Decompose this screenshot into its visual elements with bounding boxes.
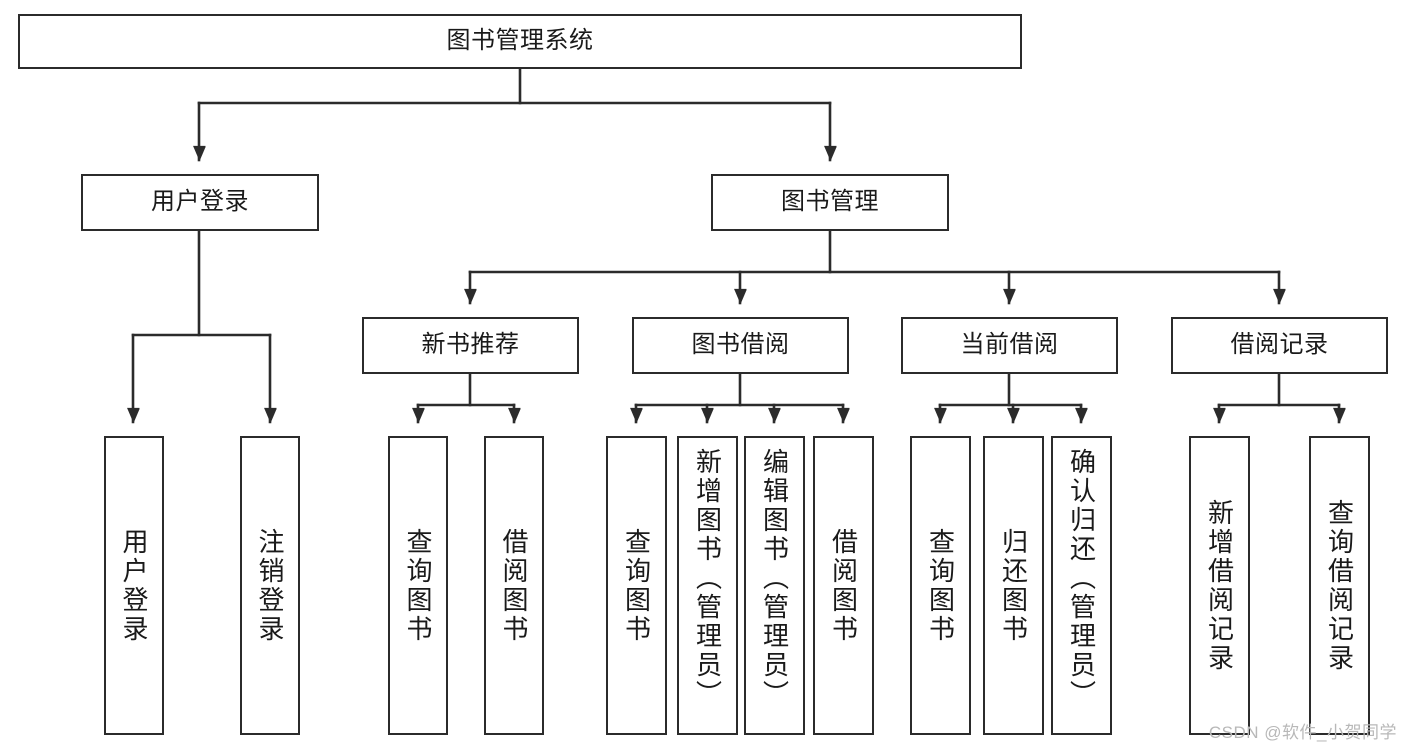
node-leaf-query-book-3-label: 查询图书: [925, 527, 956, 644]
node-leaf-edit-book[interactable]: 编辑图书（管理员）: [744, 436, 805, 735]
node-current-borrow-label: 当前借阅: [960, 331, 1059, 359]
node-book-manage-label: 图书管理: [781, 188, 879, 216]
node-book-borrow[interactable]: 图书借阅: [632, 317, 849, 374]
node-leaf-edit-book-label: 编辑图书（管理员）: [759, 448, 790, 709]
node-leaf-user-login[interactable]: 用户登录: [104, 436, 164, 735]
node-leaf-borrow-book-2-label: 借阅图书: [828, 527, 859, 644]
node-new-book-rec-label: 新书推荐: [421, 331, 520, 359]
node-leaf-user-logout[interactable]: 注销登录: [240, 436, 300, 735]
node-book-borrow-label: 图书借阅: [691, 331, 790, 359]
node-current-borrow[interactable]: 当前借阅: [901, 317, 1118, 374]
node-leaf-query-book-2-label: 查询图书: [621, 527, 652, 644]
node-user-login[interactable]: 用户登录: [81, 174, 319, 231]
watermark-text: CSDN @软件_小贺同学: [1208, 723, 1397, 742]
node-leaf-add-book[interactable]: 新增图书（管理员）: [677, 436, 738, 735]
node-leaf-query-book-1-label: 查询图书: [403, 527, 434, 644]
node-borrow-record[interactable]: 借阅记录: [1171, 317, 1388, 374]
node-leaf-borrow-book-1[interactable]: 借阅图书: [484, 436, 544, 735]
node-leaf-query-book-3[interactable]: 查询图书: [910, 436, 971, 735]
node-leaf-return-book-label: 归还图书: [998, 527, 1029, 644]
node-leaf-query-book-1[interactable]: 查询图书: [388, 436, 448, 735]
node-new-book-rec[interactable]: 新书推荐: [362, 317, 579, 374]
node-root[interactable]: 图书管理系统: [18, 14, 1022, 69]
node-book-manage[interactable]: 图书管理: [711, 174, 949, 231]
node-borrow-record-label: 借阅记录: [1230, 331, 1329, 359]
node-leaf-confirm-return[interactable]: 确认归还（管理员）: [1051, 436, 1112, 735]
node-leaf-borrow-book-1-label: 借阅图书: [499, 527, 530, 644]
node-leaf-return-book[interactable]: 归还图书: [983, 436, 1044, 735]
node-leaf-confirm-return-label: 确认归还（管理员）: [1066, 448, 1097, 709]
node-leaf-borrow-book-2[interactable]: 借阅图书: [813, 436, 874, 735]
node-user-login-label: 用户登录: [151, 188, 249, 216]
node-leaf-user-logout-label: 注销登录: [255, 527, 286, 644]
node-leaf-add-record[interactable]: 新增借阅记录: [1189, 436, 1250, 735]
node-leaf-user-login-label: 用户登录: [119, 527, 150, 644]
node-leaf-query-record-label: 查询借阅记录: [1324, 498, 1355, 673]
node-leaf-query-book-2[interactable]: 查询图书: [606, 436, 667, 735]
node-leaf-add-book-label: 新增图书（管理员）: [692, 448, 723, 709]
node-root-label: 图书管理系统: [446, 27, 594, 55]
node-leaf-add-record-label: 新增借阅记录: [1204, 498, 1235, 673]
node-leaf-query-record[interactable]: 查询借阅记录: [1309, 436, 1370, 735]
